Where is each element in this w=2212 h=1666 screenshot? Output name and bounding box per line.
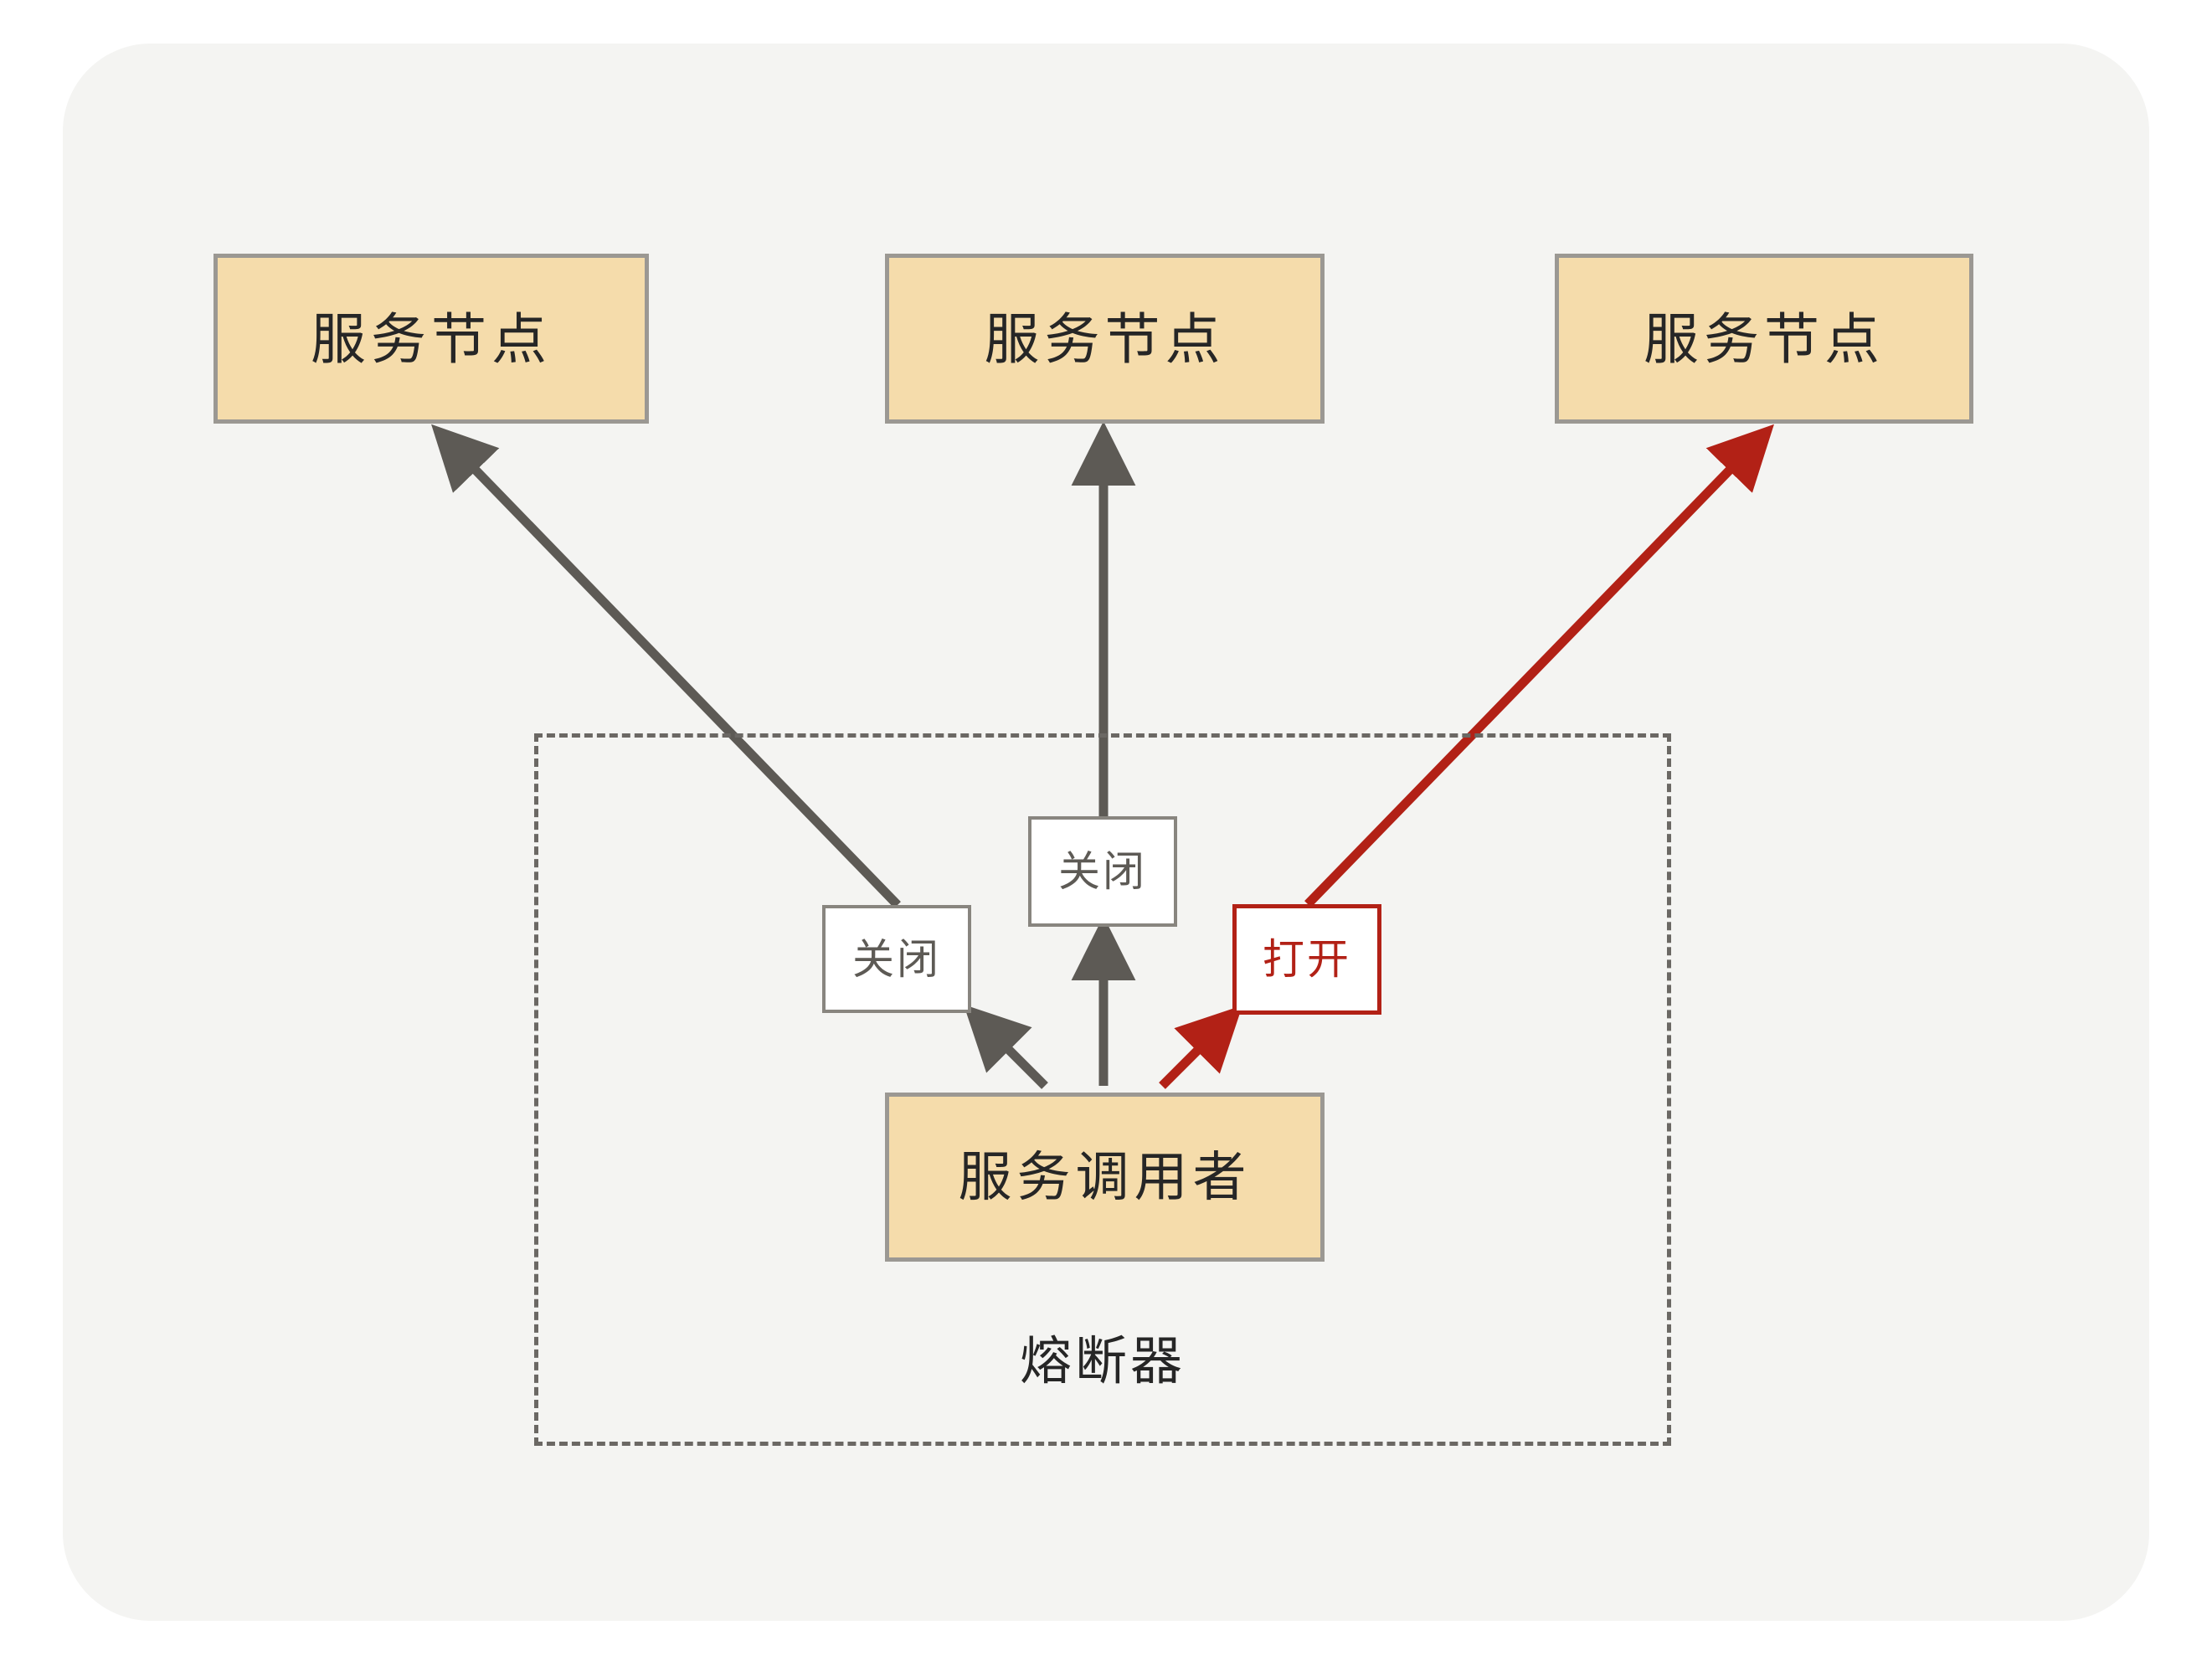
service-node-2[interactable]: 服务节点 [885, 254, 1325, 424]
edge-left-state-badge[interactable]: 关闭 [822, 905, 971, 1013]
edge-middle-state-text: 关闭 [1058, 848, 1147, 895]
edge-right-state-text: 打开 [1263, 936, 1351, 983]
service-node-3[interactable]: 服务节点 [1555, 254, 1973, 424]
service-caller[interactable]: 服务调用者 [885, 1093, 1325, 1262]
service-node-2-label: 服务节点 [984, 307, 1226, 370]
edge-left-state-text: 关闭 [852, 935, 941, 983]
service-node-3-label: 服务节点 [1644, 307, 1885, 370]
circuit-breaker-container [534, 733, 1671, 1446]
circuit-breaker-label: 熔断器 [1019, 1333, 1186, 1391]
edge-right-state-badge[interactable]: 打开 [1232, 904, 1381, 1015]
service-caller-label: 服务调用者 [958, 1147, 1252, 1207]
edge-middle-state-badge[interactable]: 关闭 [1028, 816, 1177, 927]
service-node-1[interactable]: 服务节点 [213, 254, 649, 424]
service-node-1-label: 服务节点 [311, 307, 552, 370]
